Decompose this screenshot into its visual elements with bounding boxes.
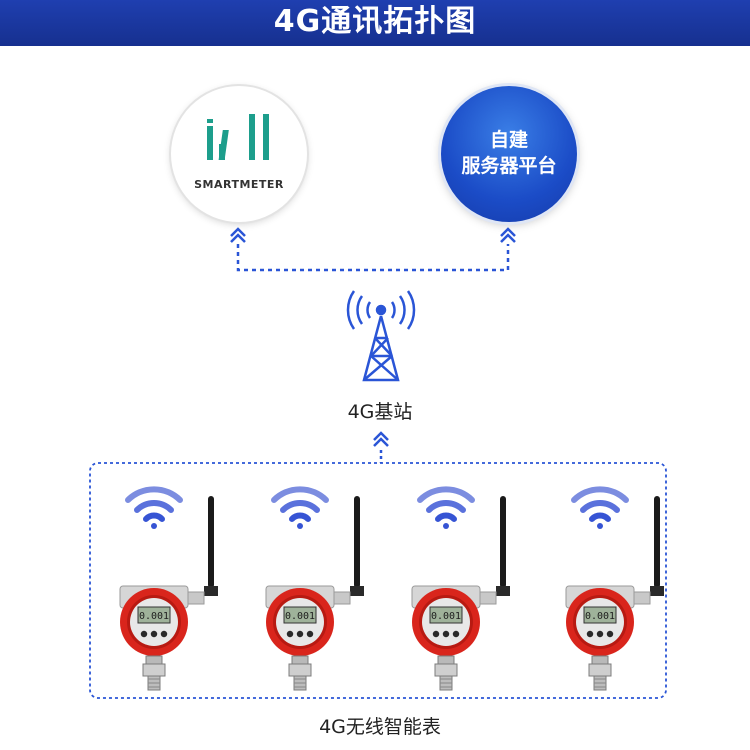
cell-tower-icon: [346, 290, 416, 382]
tower-label: 4G基站: [347, 401, 413, 423]
wifi-signal-icon: [271, 486, 329, 529]
up-arrow-icon: [500, 227, 516, 243]
server-label-line2: 服务器平台: [461, 155, 557, 177]
connector-line: [236, 244, 510, 272]
bar-chart-logo: [207, 114, 269, 160]
wifi-signal-icon: [125, 486, 183, 529]
pressure-meter-icon: [265, 495, 365, 691]
up-arrow-icon: [373, 431, 389, 447]
pressure-meter-icon: [411, 495, 511, 691]
wifi-signal-icon: [417, 486, 475, 529]
logo-text: SMARTMETER: [194, 178, 284, 191]
devices-label: 4G无线智能表: [319, 716, 441, 738]
pressure-meter-icon: [565, 495, 665, 691]
server-platform-node: 自建 服务器平台: [441, 86, 577, 222]
title-banner: 4G通讯拓扑图: [0, 0, 750, 46]
smartmeter-node: SMARTMETER: [171, 86, 307, 222]
pressure-meter-icon: [119, 495, 219, 691]
page-title: 4G通讯拓扑图: [273, 4, 477, 39]
up-arrow-icon: [230, 227, 246, 243]
server-label-line1: 自建: [489, 129, 528, 151]
wifi-signal-icon: [571, 486, 629, 529]
